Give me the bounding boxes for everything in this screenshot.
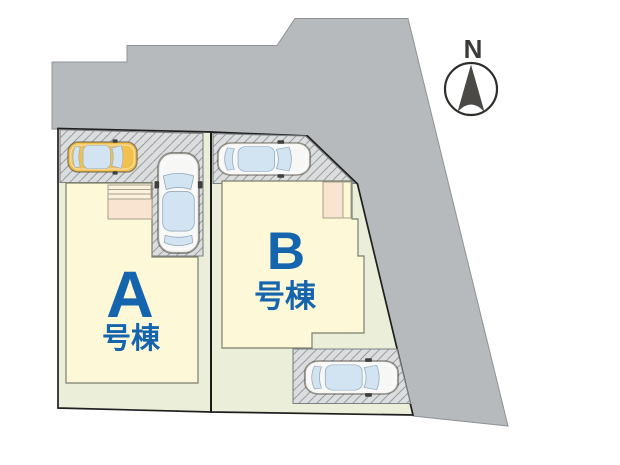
building-a-entrance-steps bbox=[107, 184, 152, 200]
white-car-icon-lot-b-top bbox=[216, 139, 312, 179]
white-car-icon-lot-b-bottom bbox=[303, 357, 400, 398]
yellow-car-icon bbox=[67, 138, 138, 176]
building-a-letter: A bbox=[106, 257, 154, 331]
white-car-icon-lot-a bbox=[153, 152, 204, 254]
building-b-porch bbox=[322, 181, 344, 219]
building-b-porch-strip bbox=[342, 181, 352, 219]
building-b-footprint bbox=[221, 180, 365, 349]
building-a-footprint bbox=[65, 182, 199, 384]
compass-needle bbox=[457, 64, 485, 112]
building-b-suffix: 号棟 bbox=[254, 279, 317, 314]
building-a-suffix: 号棟 bbox=[102, 322, 161, 355]
compass-icon: N bbox=[443, 34, 499, 117]
building-b-letter: B bbox=[267, 222, 305, 281]
compass-north-label: N bbox=[464, 34, 483, 64]
building-a-porch bbox=[107, 198, 153, 220]
